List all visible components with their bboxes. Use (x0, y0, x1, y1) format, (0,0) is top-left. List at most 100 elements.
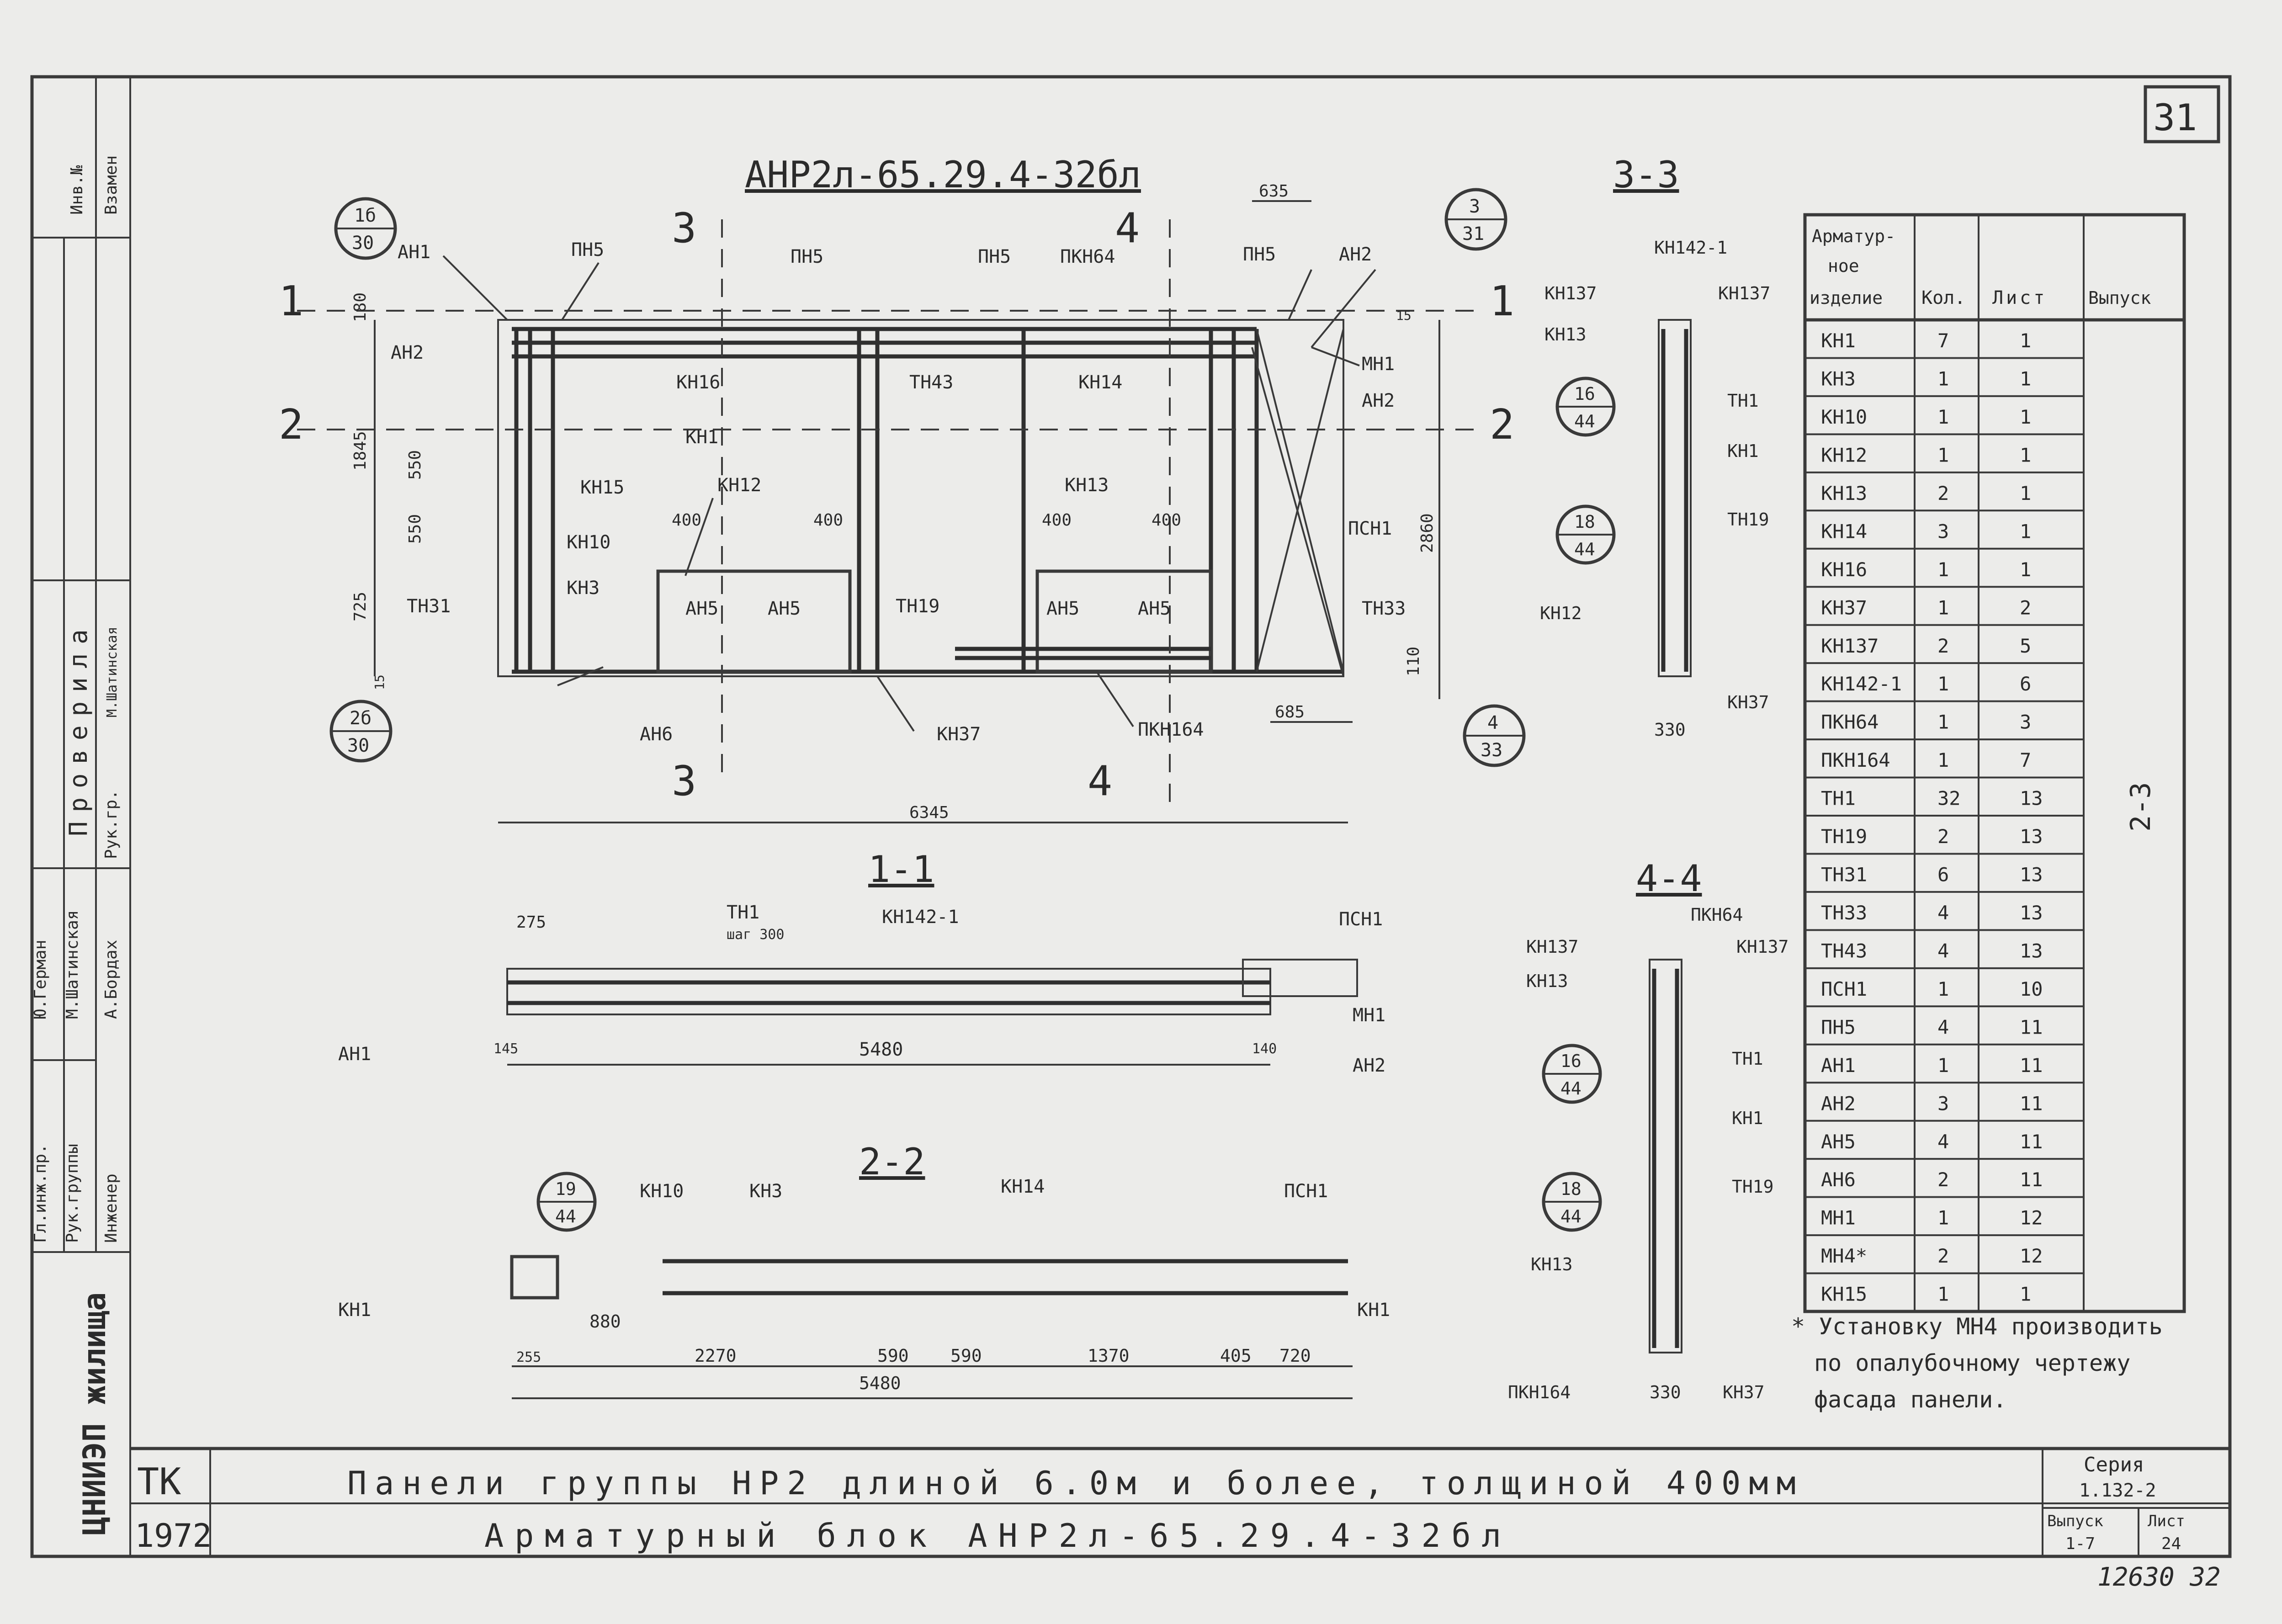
svg-text:44: 44 (1560, 1078, 1581, 1099)
s11-label-an2: АН2 (1353, 1055, 1385, 1076)
s22-dim-405: 405 (1220, 1346, 1252, 1366)
label-kn37: КН37 (937, 724, 981, 745)
stamp-checked-header: Проверила (64, 620, 93, 836)
note-line-3: фасада панели. (1814, 1386, 2006, 1413)
spec-row-sheet: 3 (2020, 711, 2031, 733)
s22-label-kn1-right: КН1 (1357, 1300, 1390, 1321)
s22-dim-1370: 1370 (1088, 1346, 1130, 1366)
s44-label-tn19: ТН19 (1732, 1177, 1774, 1197)
label-tn43: ТН43 (909, 372, 953, 393)
s33-dim-330: 330 (1654, 720, 1686, 740)
spec-row-sheet: 1 (2020, 368, 2031, 390)
spec-row-item: ТН43 (1821, 939, 1867, 962)
spec-row-item: АН1 (1821, 1054, 1856, 1077)
stamp-org: ЦНИИЭП жилища (77, 1292, 113, 1535)
dim-180: 180 (351, 292, 370, 322)
main-drawing-title: АНР2л-65.29.4-32бл (745, 154, 1141, 196)
spec-row-item: МН1 (1821, 1207, 1856, 1229)
section-marker-3-top: 3 (672, 204, 696, 252)
spec-row-qty: 2 (1937, 635, 1949, 657)
s22-dim-5480: 5480 (859, 1373, 901, 1393)
spec-table: Арматур- ное изделие Кол. Лист Выпуск КН… (1803, 213, 2186, 1313)
spec-row-item: ТН31 (1821, 864, 1867, 886)
s11-label-tn1: ТН1 (727, 902, 759, 923)
note-line-2: по опалубочному чертежу (1814, 1350, 2130, 1376)
stamp-replace-header: Взамен (102, 155, 121, 215)
s11-dim-5480: 5480 (859, 1039, 903, 1060)
s44-label-pkn164: ПКН164 (1508, 1382, 1571, 1402)
spec-row-qty: 1 (1937, 1283, 1949, 1306)
spec-row-qty: 1 (1937, 673, 1949, 695)
spec-row-qty: 1 (1937, 558, 1949, 581)
spec-row-qty: 2 (1937, 1245, 1949, 1267)
note-line-1: * Установку МН4 производить (1791, 1313, 2163, 1340)
s44-label-kn137-right: КН137 (1736, 937, 1788, 957)
s22-dim-255: 255 (516, 1349, 541, 1365)
spec-row-item: АН5 (1821, 1130, 1856, 1153)
stamp-checked-name: М.Шатинская (104, 626, 120, 717)
spec-row-qty: 3 (1937, 520, 1949, 542)
spec-header-issue: Выпуск (2088, 288, 2151, 308)
spec-row-qty: 2 (1937, 1168, 1949, 1191)
spec-row-item: КН3 (1821, 368, 1856, 390)
spec-row-sheet: 13 (2020, 825, 2043, 848)
spec-row-item: КН37 (1821, 596, 1867, 619)
section-marker-1-right: 1 (1490, 277, 1514, 325)
svg-text:3: 3 (1469, 196, 1480, 217)
spec-row-item: ПКН164 (1821, 749, 1890, 771)
stamp-name-3: А.Бордах (102, 940, 121, 1019)
spec-row-qty: 1 (1937, 978, 1949, 1000)
section-marker-3-bottom: 3 (672, 757, 696, 805)
title-block: ТК 1972 Панели группы НР2 длиной 6.0м и … (130, 1447, 2230, 1556)
tb-issue-label: Выпуск (2047, 1512, 2103, 1530)
spec-row-item: ПСН1 (1821, 978, 1867, 1000)
spec-row-sheet: 1 (2020, 482, 2031, 504)
spec-row-qty: 4 (1937, 939, 1949, 962)
s11-dim-140: 140 (1252, 1041, 1277, 1057)
label-pn5-1: ПН5 (571, 239, 604, 260)
label-an5-4: АН5 (1138, 598, 1171, 619)
callout-19-44: 19 44 (536, 1172, 597, 1232)
svg-text:31: 31 (1462, 223, 1484, 244)
spec-row-sheet: 2 (2020, 596, 2031, 619)
spec-row-qty: 4 (1937, 1016, 1949, 1038)
spec-row-item: КН14 (1821, 520, 1867, 542)
spec-header-qty: Кол. (1921, 287, 1965, 308)
s33-label-tn19: ТН19 (1727, 509, 1769, 530)
s11-dim-275: 275 (516, 913, 546, 932)
label-kn1: КН1 (685, 427, 718, 448)
spec-row-item: КН10 (1821, 406, 1867, 428)
dim-15: 15 (372, 674, 387, 690)
spec-row-qty: 4 (1937, 902, 1949, 924)
spec-row-item: МН4* (1821, 1245, 1867, 1267)
section-4-4: 4-4 ПКН64 КН137 КН137 КН13 ТН1 КН1 ТН19 … (1508, 857, 1788, 1402)
label-an2-left: АН2 (391, 342, 424, 363)
svg-text:44: 44 (555, 1206, 576, 1226)
s33-label-kn1: КН1 (1727, 441, 1759, 461)
section-3-3: 3-3 КН137 КН142-1 КН137 КН13 ТН1 КН1 ТН1… (1540, 154, 1770, 740)
svg-text:33: 33 (1481, 740, 1502, 761)
s22-label-kn3: КН3 (749, 1181, 782, 1202)
dim-400-3: 400 (1042, 511, 1072, 530)
dim-2860: 2860 (1418, 513, 1437, 553)
spec-row-sheet: 7 (2020, 749, 2031, 771)
s22-dim-880: 880 (589, 1311, 621, 1332)
spec-row-item: КН12 (1821, 444, 1867, 466)
s22-label-kn1-left: КН1 (338, 1300, 371, 1321)
dim-550-1: 550 (406, 450, 425, 480)
section-marker-1-left: 1 (279, 277, 303, 325)
spec-row-qty: 7 (1937, 329, 1949, 352)
s22-label-psn1: ПСН1 (1284, 1181, 1328, 1202)
spec-header-sheet: Лист (1992, 287, 2047, 308)
dim-400-2: 400 (813, 511, 843, 530)
svg-text:18: 18 (1560, 1179, 1581, 1199)
label-an2-top: АН2 (1339, 244, 1372, 265)
section-2-2-title: 2-2 (859, 1141, 925, 1183)
tb-series-value: 1.132-2 (2079, 1480, 2156, 1501)
s44-label-tn1: ТН1 (1732, 1049, 1763, 1069)
tb-tk: ТК (137, 1460, 181, 1503)
section-1-1: 1-1 ТН1 шаг 300 КН142-1 ПСН1 МН1 АН1 АН2… (338, 848, 1385, 1076)
label-pn5-3: ПН5 (978, 246, 1011, 267)
spec-row-sheet: 11 (2020, 1054, 2043, 1077)
